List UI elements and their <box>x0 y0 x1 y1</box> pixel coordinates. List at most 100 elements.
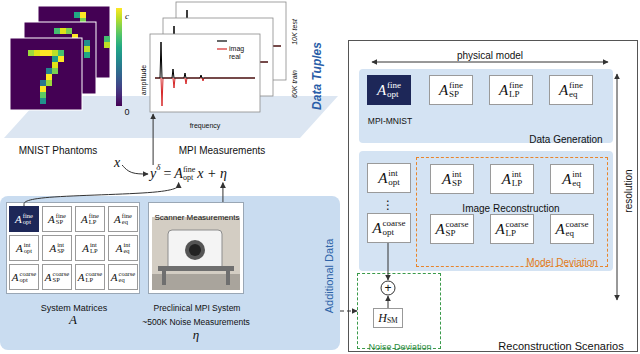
math-label: AcoarseLP <box>495 220 528 238</box>
phantom-pixel <box>46 74 52 80</box>
label-holder: Acoarseeq <box>551 215 593 243</box>
label-holder: Acoarseopt <box>10 265 38 289</box>
label-holder: AfineSP <box>430 76 472 104</box>
plot-frame <box>150 34 260 112</box>
phantom-pixel <box>84 46 90 52</box>
index-stack: coarseSP <box>53 271 70 284</box>
matrix-box: Aintopt <box>9 235 39 261</box>
index-stack: intLP <box>512 170 523 188</box>
label-holder: AfineLP <box>76 207 104 231</box>
phantom-image <box>10 38 82 110</box>
colorbar-tick: 0 <box>124 108 129 118</box>
label-holder: Aintopt <box>10 236 38 260</box>
subscript: opt <box>24 248 32 255</box>
math-label: AfineLP <box>499 81 523 99</box>
superscript: coarse <box>446 220 469 229</box>
math-label: Acoarseeq <box>555 220 588 238</box>
superscript: fine <box>387 81 401 90</box>
matrix-symbol: A <box>174 166 183 181</box>
math-label: Aintopt <box>378 169 400 187</box>
label-holder: AintLP <box>491 165 533 193</box>
photo-floor <box>152 274 240 290</box>
math-label: Ainteq <box>116 242 131 255</box>
label-holder: AcoarseLP <box>76 265 104 289</box>
index-stack: coarseLP <box>506 220 529 238</box>
matrix-box: AcoarseSP <box>42 264 72 290</box>
index-stack: intSP <box>57 242 64 255</box>
matrix-box: AfineSP <box>429 75 473 105</box>
index-stack: coarseeq <box>119 271 136 284</box>
equation-part: A <box>174 166 183 181</box>
matrix-symbol: A <box>114 213 121 225</box>
subscript: LP <box>506 229 529 238</box>
matrix-box: Afineeq <box>108 206 138 232</box>
matrix-symbol: A <box>50 242 57 254</box>
variable: η <box>193 328 199 342</box>
axis-label: frequency <box>190 122 221 130</box>
phantom-pixel <box>46 50 52 56</box>
matrix-box: Afineopt <box>9 206 39 232</box>
data-panel: Data Generation AfineoptMPI-MNIST AfineSP A… <box>359 69 613 143</box>
matrix-symbol: A <box>15 213 22 225</box>
subscript: opt <box>387 90 401 99</box>
math-label: Afineeq <box>559 81 583 99</box>
matrix-box: AfineLP <box>489 75 533 105</box>
matrix-symbol: A <box>48 213 55 225</box>
group-title: Data Tuples <box>311 42 324 110</box>
panel-title: MPI-MNIST <box>368 117 412 126</box>
imag-trace <box>155 42 255 78</box>
panel-title: Additional Data <box>323 239 335 314</box>
deviation-box: Noise Deviation+HSM <box>357 273 441 349</box>
index-stack: intopt <box>24 242 32 255</box>
index-stack: intopt <box>388 169 400 187</box>
label-holder: HSM <box>374 309 402 327</box>
scanner-body <box>168 230 222 270</box>
subscript: eq <box>569 90 583 99</box>
colorbar <box>116 8 122 106</box>
matrix-box: AcoarseLP <box>75 264 105 290</box>
panel-title: Scanner Measurements <box>155 214 240 223</box>
panel-title: Data Generation <box>529 134 602 145</box>
index-stack: fineLP <box>89 213 99 226</box>
label-holder: AintSP <box>43 236 71 260</box>
label-holder: AintLP <box>76 236 104 260</box>
index-stack: intSP <box>452 170 462 188</box>
phantom-pixel <box>34 50 40 56</box>
subscript: SM <box>387 317 398 325</box>
phantom-pixel <box>40 50 46 56</box>
phantom-pixel <box>54 28 60 34</box>
matrix-box: AintSP <box>430 164 474 194</box>
phantom-pixel <box>40 86 46 92</box>
math-label: AfineSP <box>48 213 66 226</box>
math-label: AintSP <box>442 170 462 188</box>
panel-title: Preclinical MPI System <box>154 304 241 313</box>
ellipsis: ⋮ <box>382 199 394 212</box>
matrix-symbol: A <box>111 271 118 283</box>
index-stack: fineSP <box>449 81 463 99</box>
matrix-symbol: A <box>559 82 568 99</box>
index-stack: coarseeq <box>566 220 589 238</box>
phantom-frame <box>10 38 82 110</box>
phantom-pixel <box>84 52 90 58</box>
subscript: eq <box>119 277 136 284</box>
subscript: opt <box>388 178 400 187</box>
panel-title: Image Reconstruction <box>462 203 559 214</box>
equation-part: y <box>150 166 156 181</box>
subscript: eq <box>123 248 130 255</box>
phantom-pixel <box>52 62 58 68</box>
phantom-pixel <box>28 50 34 56</box>
variable: x + η <box>197 166 227 181</box>
matrix-box: Ainteq <box>108 235 138 261</box>
phantom-pixel <box>52 50 58 56</box>
index-stack: fineopt <box>387 81 401 99</box>
matrix-symbol: A <box>378 170 387 187</box>
phantom-pixel <box>52 56 58 62</box>
index-stack: fineSP <box>56 213 66 226</box>
superscript: coarse <box>506 220 529 229</box>
axis-label: resolution <box>623 169 634 212</box>
table-leg <box>226 271 230 285</box>
label-holder: AcoarseSP <box>43 265 71 289</box>
variable: x <box>114 155 120 170</box>
matrix-symbol: A <box>555 221 564 238</box>
